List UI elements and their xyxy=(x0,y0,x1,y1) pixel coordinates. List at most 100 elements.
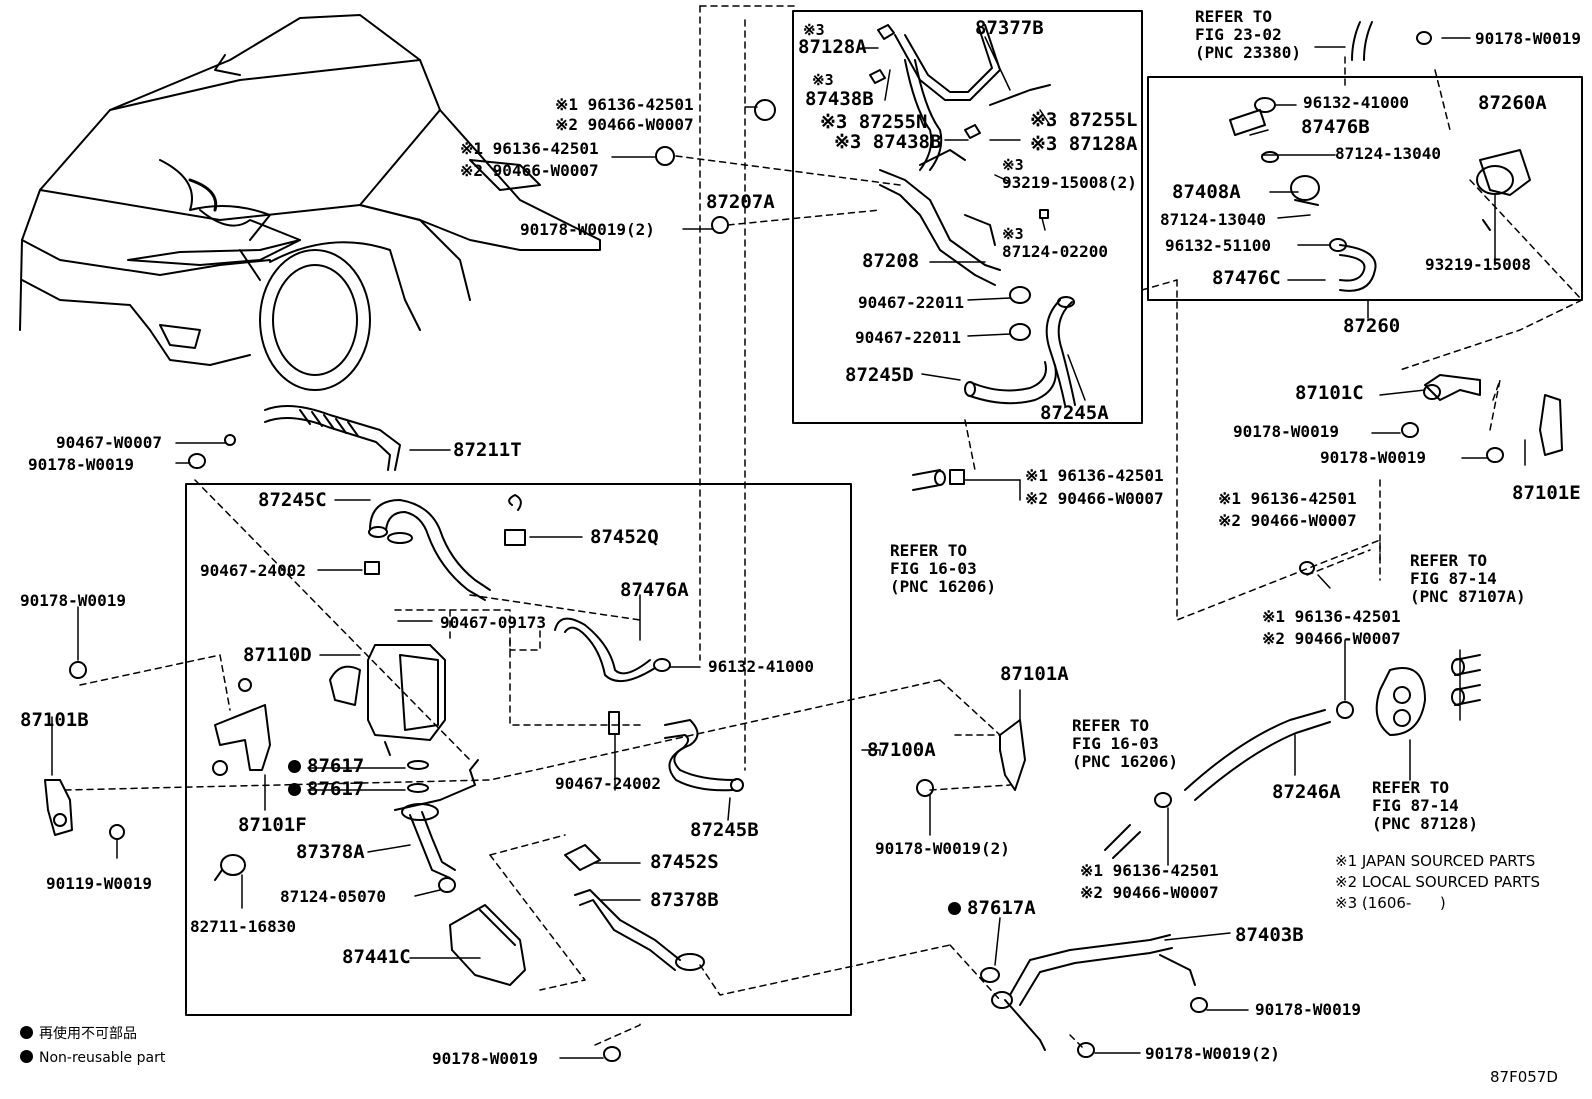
clip-96136-42501-d xyxy=(1299,561,1315,575)
clip-96136-42501-b xyxy=(655,146,675,166)
label-87101E: 87101E xyxy=(1512,482,1581,504)
label-87617-a-text: 87617 xyxy=(307,755,365,777)
legend-dot xyxy=(20,1026,33,1039)
label-87441C: 87441C xyxy=(342,946,411,968)
label-refer-fig-23-02: REFER TO FIG 23-02 (PNC 23380) xyxy=(1195,7,1301,62)
gasket-87617A xyxy=(980,967,1000,983)
legend-en-text: Non-reusable part xyxy=(39,1050,166,1066)
label-93219-15008-2-mark: ※3 xyxy=(1002,156,1024,174)
label-87245B: 87245B xyxy=(690,819,759,841)
nut-90178-W0019-b1 xyxy=(1190,997,1208,1013)
label-87245A: 87245A xyxy=(1040,402,1109,424)
label-87438B-a: 87438B xyxy=(805,88,874,110)
label-87617-a: 87617 xyxy=(288,756,364,777)
legend-dot xyxy=(20,1050,33,1063)
label-90178-W0019-2-a: 90178-W0019(2) xyxy=(520,220,655,239)
hose-87245A xyxy=(1045,296,1076,406)
label-87124-05070: 87124-05070 xyxy=(280,887,386,906)
clamp-87124-05070 xyxy=(438,877,456,893)
dashed-connector-lines xyxy=(64,5,1583,1051)
label-refer-fig-16-03-b: REFER TO FIG 16-03 (PNC 16206) xyxy=(1072,716,1178,771)
label-refer-fig-87-14-a: REFER TO FIG 87-14 (PNC 87107A) xyxy=(1410,551,1526,606)
label-87208: 87208 xyxy=(862,250,920,272)
label-96136-42501-c: ※1 96136-42501 xyxy=(1025,466,1164,485)
note-local-sourced: ※2 LOCAL SOURCED PARTS xyxy=(1335,873,1540,891)
hose-87245C xyxy=(368,499,491,601)
label-90466-W0007-e: ※2 90466-W0007 xyxy=(1262,629,1401,648)
leader-lines xyxy=(51,36,1526,1059)
hose-87245D xyxy=(964,361,1057,405)
label-96136-42501-a: ※1 96136-42501 xyxy=(555,95,694,114)
label-90466-W0007-c: ※2 90466-W0007 xyxy=(1025,489,1164,508)
grommet-87107A xyxy=(1375,654,1481,736)
label-90119-W0019: 90119-W0019 xyxy=(46,874,152,893)
bracket-87101B xyxy=(44,779,73,836)
label-87245D: 87245D xyxy=(845,364,914,386)
label-87124-02200-mark: ※3 xyxy=(1002,225,1024,243)
nut-heater-left xyxy=(238,678,252,692)
hose-refer-16-03-a xyxy=(912,469,965,491)
upper-pipe-group-box xyxy=(792,10,1143,424)
label-90467-22011-a: 90467-22011 xyxy=(858,293,964,312)
label-87255L: ※3 87255L xyxy=(1030,109,1138,131)
label-90467-W0007: 90467-W0007 xyxy=(56,433,162,452)
non-reusable-dot xyxy=(288,760,301,773)
label-87260A: 87260A xyxy=(1478,92,1547,114)
valve-bracket-group-box xyxy=(1147,76,1583,301)
label-87452S: 87452S xyxy=(650,851,719,873)
label-87101A: 87101A xyxy=(1000,663,1069,685)
nut-90178-W0019-b xyxy=(1486,447,1504,463)
label-87378B: 87378B xyxy=(650,889,719,911)
label-87246A: 87246A xyxy=(1272,781,1341,803)
label-87452Q: 87452Q xyxy=(590,526,659,548)
hose-87246A xyxy=(1184,701,1354,801)
clamp-82711-16830 xyxy=(214,854,246,881)
label-90178-W0019-b1: 90178-W0019 xyxy=(1255,1000,1361,1019)
label-90178-W0019-2-b: 90178-W0019(2) xyxy=(875,839,1010,858)
pipe-87378B xyxy=(574,889,705,971)
bolt-heater-left xyxy=(212,760,228,776)
label-87476B: 87476B xyxy=(1301,116,1370,138)
label-90466-W0007-b: ※2 90466-W0007 xyxy=(460,161,599,180)
bracket-87452S xyxy=(564,844,601,871)
pipe-87403B xyxy=(991,934,1196,1051)
bracket-87101C xyxy=(1423,374,1481,401)
nut-90178-W0019-2-a xyxy=(711,216,729,234)
clamp-87438B xyxy=(869,24,981,139)
label-90178-W0019-bottom: 90178-W0019 xyxy=(432,1049,538,1068)
bolt-87124-02200 xyxy=(1039,209,1049,219)
label-96136-42501-d: ※1 96136-42501 xyxy=(1218,489,1357,508)
bracket-87260A xyxy=(1476,149,1531,231)
label-90178-W0019-top-right: 90178-W0019 xyxy=(1475,29,1581,48)
label-87128A-top-mark: ※3 xyxy=(803,21,825,39)
hose-87476C xyxy=(1329,238,1377,292)
label-90467-24002-b: 90467-24002 xyxy=(555,774,661,793)
label-87476A: 87476A xyxy=(620,579,689,601)
label-87408A: 87408A xyxy=(1172,181,1241,203)
gasket-87617-a xyxy=(407,760,429,770)
non-reusable-dot xyxy=(288,783,301,796)
label-87128A-b: ※3 87128A xyxy=(1030,133,1138,155)
label-87378A: 87378A xyxy=(296,841,365,863)
label-87617A-text: 87617A xyxy=(967,897,1036,919)
nut-90178-W0019-a xyxy=(1401,422,1419,438)
label-96136-42501-e: ※1 96136-42501 xyxy=(1262,607,1401,626)
label-90467-24002-a: 90467-24002 xyxy=(200,561,306,580)
clamp-90467-22011 xyxy=(1009,286,1031,341)
clamp-96132-41000-b xyxy=(653,658,671,672)
label-refer-fig-16-03-a: REFER TO FIG 16-03 (PNC 16206) xyxy=(890,541,996,596)
legend-non-reusable-jp: 再使用不可部品 xyxy=(20,1025,137,1043)
vehicle-illustration xyxy=(19,14,601,391)
label-87377B: 87377B xyxy=(975,17,1044,39)
label-87100A: 87100A xyxy=(867,739,936,761)
label-90466-W0007-f: ※2 90466-W0007 xyxy=(1080,883,1219,902)
label-90466-W0007-a: ※2 90466-W0007 xyxy=(555,115,694,134)
pipe-87208 xyxy=(879,149,1001,286)
label-87101C: 87101C xyxy=(1295,382,1364,404)
clip-90467-W0007 xyxy=(224,434,236,446)
label-87617-b-text: 87617 xyxy=(307,778,365,800)
heater-group-box xyxy=(185,483,852,1016)
clip-90178-W0019-top xyxy=(1351,21,1432,61)
